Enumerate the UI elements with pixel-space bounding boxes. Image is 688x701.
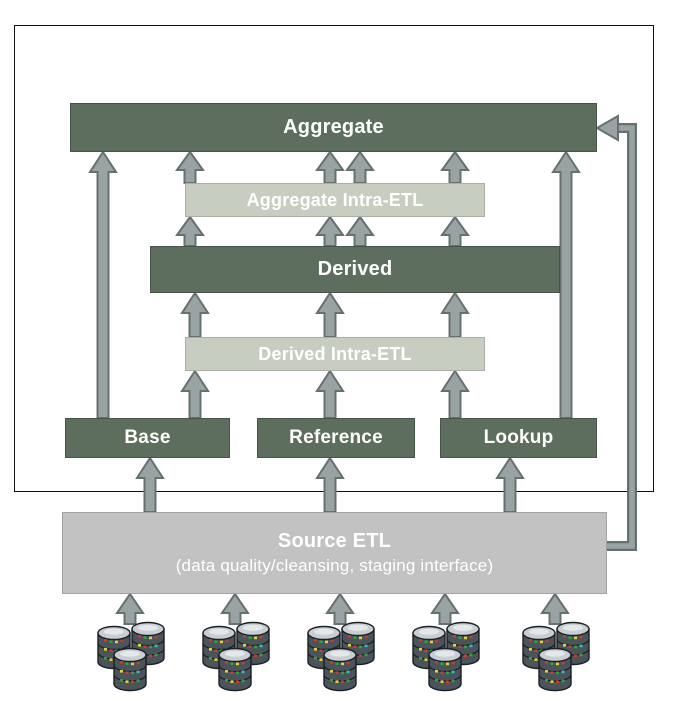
flow-arrow-up	[440, 150, 470, 184]
database-clusters	[97, 621, 590, 692]
aggregate-box: Aggregate	[70, 103, 597, 152]
feedback-arrowhead	[594, 114, 619, 142]
flow-arrow-up	[315, 291, 345, 338]
database-cluster-icon	[97, 621, 165, 692]
flow-arrow-up	[440, 291, 470, 338]
flow-arrow-up	[440, 215, 470, 247]
source-etl-box: Source ETL (data quality/cleansing, stag…	[62, 512, 607, 594]
database-cluster-icon	[202, 621, 270, 692]
aggregate-intra-etl-box: Aggregate Intra-ETL	[185, 183, 485, 217]
database-cylinder-icon	[218, 647, 252, 692]
flow-arrow-up	[135, 456, 165, 513]
base-box: Base	[65, 418, 230, 458]
flow-arrow-up	[180, 291, 210, 338]
flow-arrow-up	[220, 592, 250, 625]
database-cylinder-icon	[428, 647, 462, 692]
flow-arrow-up	[540, 592, 570, 625]
flow-arrow-up	[345, 150, 375, 184]
flow-arrow-up	[315, 369, 345, 419]
flow-arrow-up	[315, 215, 345, 247]
feedback-arrow	[600, 125, 635, 549]
flow-arrow-up	[175, 215, 205, 247]
derived-intra-etl-box: Derived Intra-ETL	[185, 337, 485, 371]
database-cylinder-icon	[538, 647, 572, 692]
source-etl-title: Source ETL	[277, 530, 392, 553]
flow-arrow-up	[345, 215, 375, 247]
flow-arrow-up	[175, 150, 205, 184]
reference-box: Reference	[257, 418, 415, 458]
flow-arrow-up	[115, 592, 145, 625]
flow-arrow-up	[315, 150, 345, 184]
database-cylinder-icon	[113, 647, 147, 692]
lookup-box: Lookup	[440, 418, 597, 458]
flow-arrow-up	[88, 150, 118, 419]
flow-arrow-up	[430, 592, 460, 625]
database-cluster-icon	[412, 621, 480, 692]
database-cluster-icon	[522, 621, 590, 692]
database-cluster-icon	[307, 621, 375, 692]
flow-arrow-up	[495, 456, 525, 513]
derived-box: Derived	[150, 246, 560, 293]
source-etl-subtitle: (data quality/cleansing, staging interfa…	[175, 556, 494, 576]
flow-arrow-up	[440, 369, 470, 419]
flow-arrow-up	[325, 592, 355, 625]
flow-arrow-up	[315, 456, 345, 513]
flow-arrow-up	[180, 369, 210, 419]
feedback-arrow-outline	[600, 123, 637, 551]
database-cylinder-icon	[323, 647, 357, 692]
